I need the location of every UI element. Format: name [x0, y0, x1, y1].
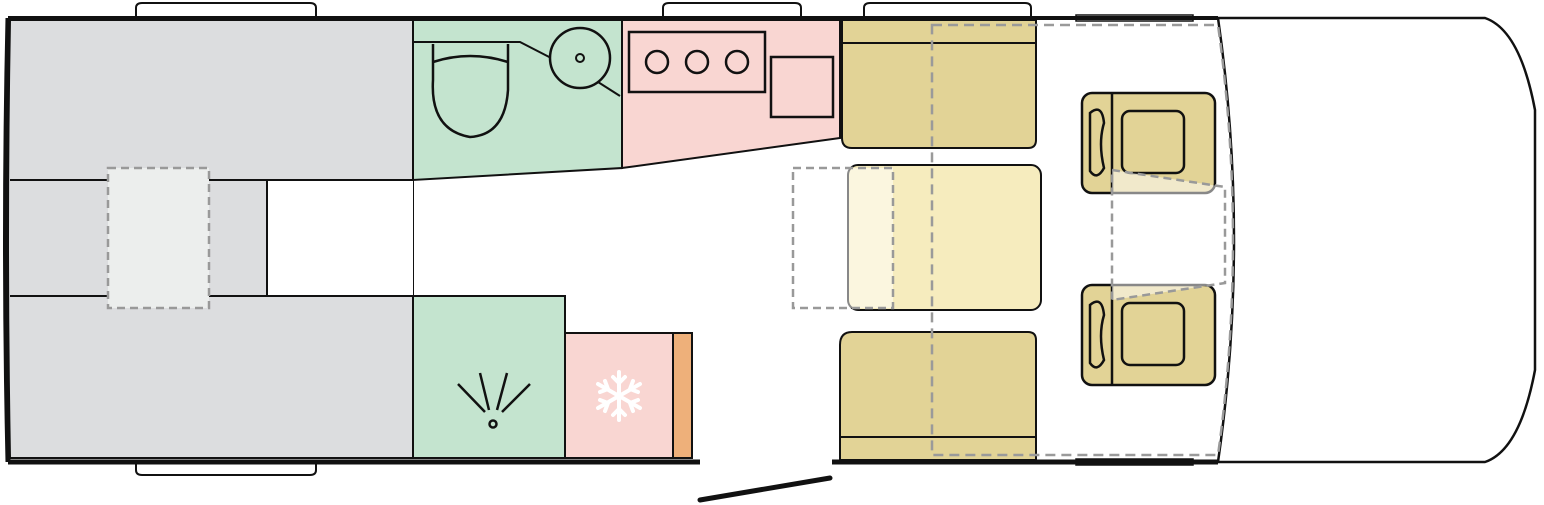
window-kitchen-top: [662, 2, 802, 19]
fridge: [564, 332, 693, 459]
kitchen: [621, 19, 841, 170]
fridge-strip: [672, 332, 693, 459]
seat-front-right: [839, 331, 1037, 461]
bathroom: [412, 19, 623, 182]
entrance-door[interactable]: [697, 475, 833, 503]
light-icon: [457, 372, 531, 429]
seat-front-left: [841, 19, 1037, 149]
cab-seat-right: [1080, 283, 1217, 387]
sink-icon: [769, 55, 835, 119]
rear-bed: [7, 19, 414, 459]
basin-icon: [548, 26, 612, 90]
window-rear-top: [135, 2, 317, 19]
wardrobe: [412, 295, 566, 459]
walls: [3, 16, 1218, 465]
window-lounge-top: [863, 2, 1032, 19]
snowflake-icon: [596, 370, 642, 422]
bed-extension-dashed: [106, 166, 211, 310]
cab: [1075, 14, 1537, 466]
hob-icon: [627, 30, 767, 94]
drop-down-bed-dashed: [930, 23, 1235, 457]
toilet-icon: [431, 44, 510, 139]
table-extension-dashed: [791, 166, 895, 310]
cab-seat-swivel-dashed: [1110, 168, 1227, 302]
lounge: [791, 19, 1042, 461]
